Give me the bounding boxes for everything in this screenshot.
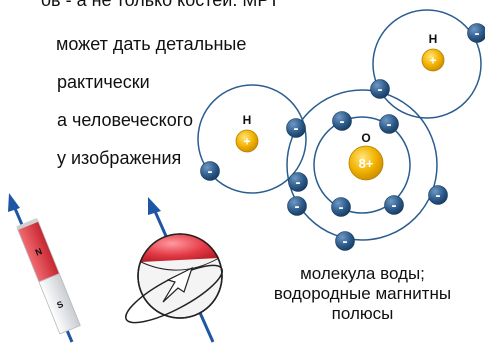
nucleus-hydrogen-left: +: [235, 129, 259, 153]
electron-sign: -: [387, 116, 392, 133]
orbit-oxygen-outer: [286, 89, 438, 241]
orbit-hydrogen-right: [372, 9, 482, 119]
paragraph-line-5: у изображения: [57, 148, 182, 168]
electron-sign: -: [296, 174, 301, 191]
electron-sign: -: [378, 81, 383, 98]
electron-sign: -: [392, 197, 397, 214]
atom-label-hydrogen-right: H: [429, 32, 438, 46]
electron-sign: -: [294, 120, 299, 137]
paragraph-line-4: а человеческого: [57, 110, 193, 130]
spin-direction-arrow: [162, 266, 194, 303]
magnet-south-label: S: [55, 299, 64, 311]
electrons: - - - - - - - - - - - -: [200, 23, 485, 251]
electron-6: -: [331, 197, 351, 217]
caption-line-2: водородные магнитны: [273, 284, 452, 303]
caption-line-3: полюсы: [331, 304, 394, 323]
electron-1: -: [200, 161, 220, 181]
electron-12: -: [370, 79, 390, 99]
paragraph-line-2: может дать детальные: [56, 34, 247, 54]
atom-label-hydrogen-left: H: [243, 113, 252, 127]
electron-5: -: [288, 172, 308, 192]
orbit-hydrogen-left: [197, 84, 307, 194]
orbit-oxygen-inner: [313, 116, 411, 214]
bar-magnet: N S: [16, 218, 81, 335]
nucleus-charge-left: +: [243, 135, 250, 149]
electron-sign: -: [208, 163, 213, 180]
diagram-caption: молекула воды; водородные магнитны полюс…: [240, 264, 485, 324]
orbits: [197, 9, 482, 241]
magnet-axis-arrowhead: [8, 193, 20, 212]
electron-8: -: [428, 185, 448, 205]
electron-sign: -: [343, 233, 348, 250]
caption-line-1: молекула воды;: [300, 264, 425, 283]
electron-sign: -: [436, 187, 441, 204]
paragraph-line-3: рактически: [57, 72, 150, 92]
electron-2: -: [286, 118, 306, 138]
electron-4: -: [379, 114, 399, 134]
electron-sign: -: [475, 25, 480, 42]
atom-label-oxygen: O: [361, 131, 370, 145]
electron-sign: -: [339, 199, 344, 216]
electron-7: -: [384, 195, 404, 215]
spin-axis-arrowhead: [148, 197, 161, 215]
electron-sign: -: [340, 113, 345, 130]
paragraph-line-1: ов - а не только костей. МРТ: [41, 0, 280, 10]
spinning-proton: [125, 233, 223, 324]
electron-10: -: [335, 231, 355, 251]
electron-sign: -: [295, 198, 300, 215]
electron-11: -: [467, 23, 485, 43]
electron-3: -: [332, 111, 352, 131]
electron-9: -: [287, 196, 307, 216]
nucleus-charge-oxygen: 8+: [359, 156, 374, 171]
magnet-north-label: N: [34, 246, 44, 258]
nucleus-hydrogen-right: +: [421, 48, 445, 72]
nucleus-charge-right: +: [429, 54, 436, 68]
nucleus-oxygen: 8+: [348, 145, 384, 181]
